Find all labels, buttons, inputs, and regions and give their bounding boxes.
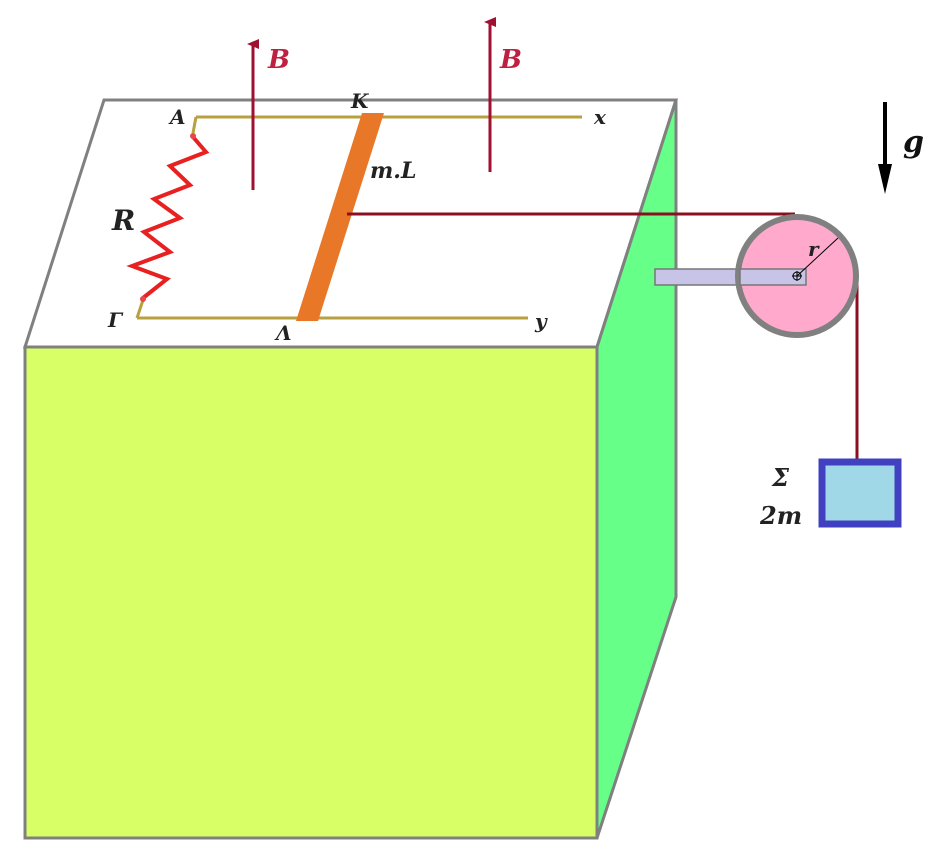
gravity-arrow-head bbox=[878, 164, 892, 194]
label-rod-mL: m.L bbox=[370, 158, 416, 184]
label-A: A bbox=[168, 105, 186, 129]
rail-top-end bbox=[191, 116, 198, 134]
label-Gamma: Γ bbox=[107, 308, 124, 332]
label-K: K bbox=[350, 89, 370, 113]
label-B-right: B bbox=[499, 45, 522, 75]
hanging-block bbox=[818, 458, 902, 528]
label-B-left: B bbox=[267, 45, 290, 75]
pulley-arm-overlay bbox=[739, 268, 807, 286]
pulley-radius-line bbox=[796, 237, 839, 277]
label-R: R bbox=[111, 204, 135, 237]
rail-bottom-end bbox=[135, 299, 145, 319]
label-Lambda: Λ bbox=[274, 321, 292, 345]
label-mass-name: Σ bbox=[771, 463, 790, 492]
resistor-end-top bbox=[190, 133, 196, 139]
label-g: g bbox=[903, 125, 924, 160]
box-front-face bbox=[23, 345, 599, 840]
label-x: x bbox=[593, 105, 607, 129]
label-r: r bbox=[808, 237, 820, 261]
rod-KL bbox=[296, 113, 384, 321]
label-y: y bbox=[534, 309, 548, 333]
resistor-zigzag bbox=[126, 135, 210, 300]
label-mass-value: 2m bbox=[759, 501, 802, 530]
resistor-end-bottom bbox=[140, 296, 146, 302]
